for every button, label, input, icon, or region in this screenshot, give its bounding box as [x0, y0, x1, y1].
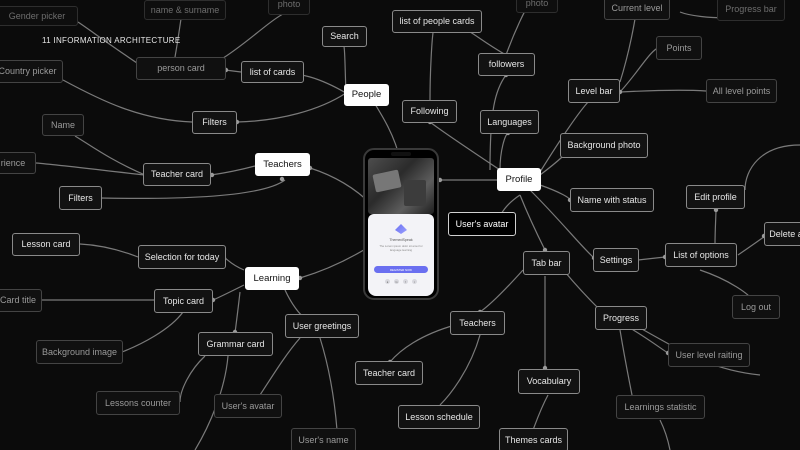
node-vocabulary[interactable]: Vocabulary: [518, 369, 580, 394]
node-users-avatar-learning[interactable]: User's avatar: [214, 394, 282, 418]
node-edit-profile[interactable]: Edit profile: [686, 185, 745, 209]
register-button[interactable]: REGISTER NOW: [374, 266, 428, 273]
page-title: 11 INFORMATION ARCHITECTURE: [42, 36, 181, 45]
node-country-picker[interactable]: Country picker: [0, 60, 63, 83]
node-list-of-people-cards[interactable]: list of people cards: [392, 10, 482, 33]
app-name: ThemedSpeak: [389, 238, 413, 242]
node-lessons-counter[interactable]: Lessons counter: [96, 391, 180, 415]
node-teachers[interactable]: Teachers: [255, 153, 310, 176]
node-current-level[interactable]: Current level: [604, 0, 670, 20]
node-learnings-statistic[interactable]: Learnings statistic: [616, 395, 705, 419]
twitter-icon[interactable]: t: [412, 279, 417, 284]
node-learning[interactable]: Learning: [245, 267, 299, 290]
node-name[interactable]: Name: [42, 114, 84, 136]
phone-mockup: ThemedSpeak The Lorem ipsum dolor sit am…: [363, 148, 439, 300]
node-filters-people[interactable]: Filters: [192, 111, 237, 134]
node-selection-for-today[interactable]: Selection for today: [138, 245, 226, 269]
hero-photo: [368, 158, 434, 214]
welcome-sheet: ThemedSpeak The Lorem ipsum dolor sit am…: [368, 214, 434, 296]
node-level-bar[interactable]: Level bar: [568, 79, 620, 103]
node-users-avatar-profile[interactable]: User's avatar: [448, 212, 516, 236]
node-grammar-card[interactable]: Grammar card: [198, 332, 273, 356]
node-search[interactable]: Search: [322, 26, 367, 47]
apple-icon[interactable]: ●: [385, 279, 390, 284]
node-progress[interactable]: Progress: [595, 306, 647, 330]
node-lesson-card[interactable]: Lesson card: [12, 233, 80, 256]
node-all-level-points[interactable]: All level points: [706, 79, 777, 103]
node-user-greetings[interactable]: User greetings: [285, 314, 359, 338]
app-description: The Lorem ipsum dolor sit amet for langu…: [379, 244, 423, 252]
node-photo[interactable]: photo: [268, 0, 310, 15]
node-lesson-schedule[interactable]: Lesson schedule: [398, 405, 480, 429]
node-photo-2[interactable]: photo: [516, 0, 558, 13]
node-user-level-raiting[interactable]: User level raiting: [668, 343, 750, 367]
node-teacher-card[interactable]: Teacher card: [143, 163, 211, 186]
phone-notch: [391, 152, 411, 156]
node-profile[interactable]: Profile: [497, 168, 541, 191]
node-filters-teachers[interactable]: Filters: [59, 186, 102, 210]
node-followers[interactable]: followers: [478, 53, 535, 76]
node-teacher-card-2[interactable]: Teacher card: [355, 361, 423, 385]
social-login-row: ● G f t: [368, 279, 434, 284]
node-themes-cards[interactable]: Themes cards: [499, 428, 568, 450]
app-logo-icon: [395, 224, 407, 234]
node-background-photo[interactable]: Background photo: [560, 133, 648, 158]
node-log-out[interactable]: Log out: [732, 295, 780, 319]
node-list-of-options[interactable]: List of options: [665, 243, 737, 267]
photo-object: [372, 169, 402, 193]
node-progress-bar[interactable]: Progress bar: [717, 0, 785, 21]
google-icon[interactable]: G: [394, 279, 399, 284]
node-points[interactable]: Points: [656, 36, 702, 60]
node-settings[interactable]: Settings: [593, 248, 639, 272]
node-tab-bar[interactable]: Tab bar: [523, 251, 570, 275]
node-following[interactable]: Following: [402, 100, 457, 123]
photo-object: [404, 180, 426, 206]
node-person-card[interactable]: person card: [136, 57, 226, 80]
node-name-surname[interactable]: name & surname: [144, 0, 226, 20]
node-users-name[interactable]: User's name: [291, 428, 356, 450]
node-languages[interactable]: Languages: [480, 110, 539, 134]
facebook-icon[interactable]: f: [403, 279, 408, 284]
node-background-image[interactable]: Background image: [36, 340, 123, 364]
node-card-title[interactable]: Card title: [0, 289, 42, 312]
node-topic-card[interactable]: Topic card: [154, 289, 213, 313]
node-list-of-cards[interactable]: list of cards: [241, 61, 304, 83]
node-delete[interactable]: Delete a: [764, 222, 800, 246]
node-name-with-status[interactable]: Name with status: [570, 188, 654, 212]
node-gender-picker[interactable]: Gender picker: [0, 6, 78, 26]
node-experience[interactable]: rience: [0, 152, 36, 174]
node-people[interactable]: People: [344, 84, 389, 106]
node-teachers-tab[interactable]: Teachers: [450, 311, 505, 335]
